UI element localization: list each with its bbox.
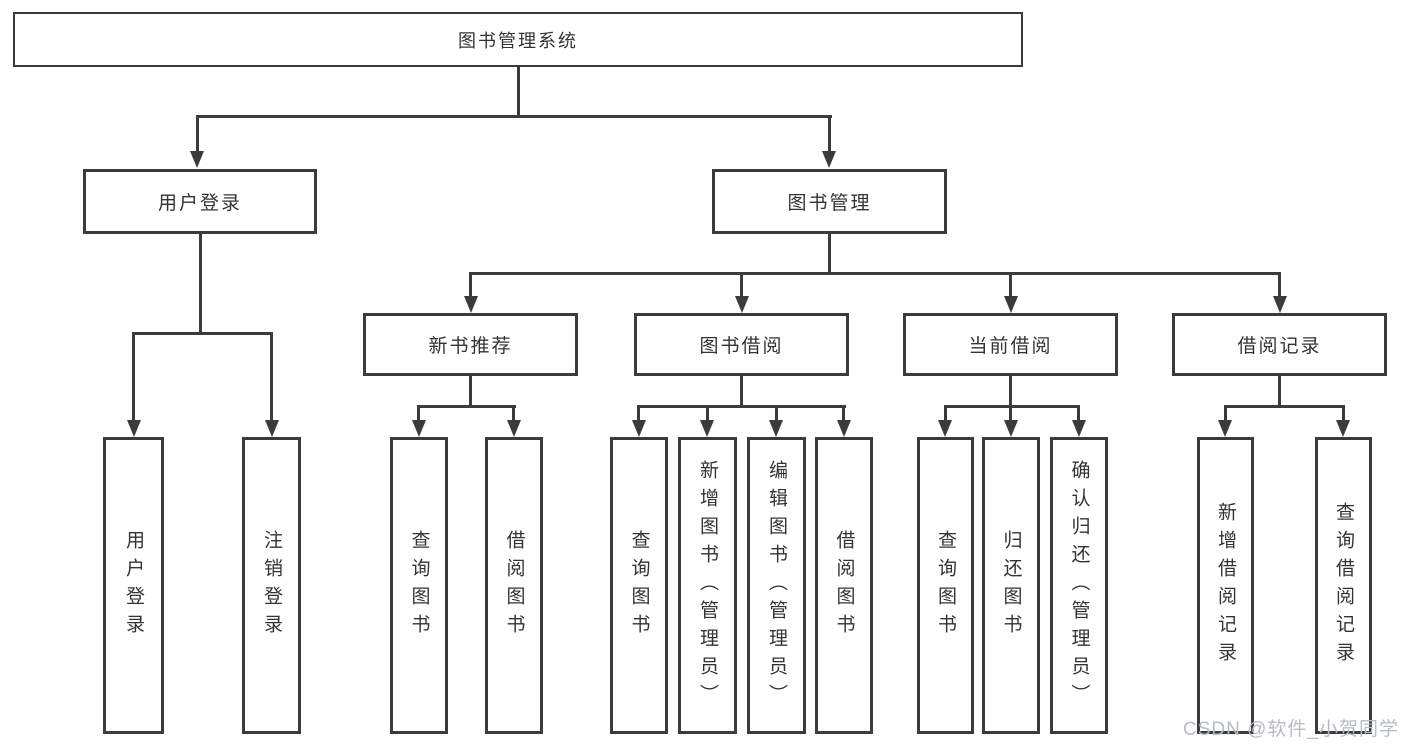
connector-book-borrowing-stem xyxy=(740,376,743,408)
connector-borrowing-records-stem xyxy=(1278,376,1281,408)
connector-cb-drop-1 xyxy=(944,405,947,422)
leaf-borrow-books-recommend: 借阅图书 xyxy=(485,437,543,734)
arrowhead-to-edit-books xyxy=(769,420,783,437)
connector-book-mgmt-rail xyxy=(469,272,1281,275)
connector-root-rail xyxy=(196,115,832,118)
arrowhead-to-new-book-recommend xyxy=(464,296,478,313)
node-current-borrowing: 当前借阅 xyxy=(903,313,1118,376)
arrowhead-to-query-books-2 xyxy=(632,420,646,437)
arrowhead-to-query-books-3 xyxy=(938,420,952,437)
leaf-query-books-borrowing: 查询图书 xyxy=(610,437,668,734)
leaf-confirm-return-admin: 确认归还（管理员） xyxy=(1050,437,1108,734)
arrowhead-to-add-borrow-record xyxy=(1218,420,1232,437)
leaf-add-books-admin: 新增图书（管理员） xyxy=(678,437,737,734)
connector-new-book-drop-1 xyxy=(417,405,420,422)
arrowhead-to-query-borrow-record xyxy=(1336,420,1350,437)
leaf-logout: 注销登录 xyxy=(242,437,301,734)
connector-br-drop-1 xyxy=(1224,405,1227,422)
arrowhead-to-book-management xyxy=(822,151,836,168)
connector-root-left-drop xyxy=(196,115,199,152)
connector-new-book-rail xyxy=(417,405,516,408)
connector-br-drop-2 xyxy=(1342,405,1345,422)
connector-drop-borrowing-records xyxy=(1278,272,1281,298)
connector-current-borrowing-rail xyxy=(944,405,1080,408)
connector-cb-drop-3 xyxy=(1077,405,1080,422)
node-user-login: 用户登录 xyxy=(83,169,317,234)
node-new-book-recommend: 新书推荐 xyxy=(363,313,578,376)
connector-bb-drop-3 xyxy=(775,405,778,422)
connector-bb-drop-1 xyxy=(637,405,640,422)
connector-user-login-stem xyxy=(199,234,202,335)
connector-book-borrowing-rail xyxy=(637,405,846,408)
connector-user-login-drop-2 xyxy=(270,332,273,421)
leaf-query-books-recommend: 查询图书 xyxy=(390,437,448,734)
arrowhead-to-user-login xyxy=(190,151,204,168)
connector-drop-new-book xyxy=(469,272,472,298)
connector-user-login-rail xyxy=(132,332,273,335)
leaf-user-login: 用户登录 xyxy=(103,437,164,734)
connector-bb-drop-2 xyxy=(706,405,709,422)
leaf-edit-books-admin: 编辑图书（管理员） xyxy=(747,437,806,734)
connector-book-mgmt-stem xyxy=(828,234,831,275)
arrowhead-to-borrow-books-2 xyxy=(837,420,851,437)
arrowhead-to-current-borrowing xyxy=(1004,296,1018,313)
connector-cb-drop-2 xyxy=(1009,405,1012,422)
leaf-query-books-current: 查询图书 xyxy=(917,437,974,734)
node-borrowing-records: 借阅记录 xyxy=(1172,313,1387,376)
leaf-borrow-books: 借阅图书 xyxy=(815,437,873,734)
connector-drop-book-borrowing xyxy=(740,272,743,298)
connector-root-right-drop xyxy=(828,115,831,152)
connector-new-book-stem xyxy=(469,376,472,408)
connector-current-borrowing-stem xyxy=(1009,376,1012,408)
arrowhead-to-add-books xyxy=(700,420,714,437)
connector-borrowing-records-rail xyxy=(1224,405,1345,408)
connector-user-login-drop-1 xyxy=(132,332,135,421)
arrowhead-to-confirm-return xyxy=(1072,420,1086,437)
arrowhead-to-borrow-books-1 xyxy=(507,420,521,437)
connector-bb-drop-4 xyxy=(842,405,845,422)
arrowhead-to-return-books xyxy=(1004,420,1018,437)
arrowhead-to-leaf-logout xyxy=(265,420,279,437)
arrowhead-to-leaf-user-login xyxy=(127,420,141,437)
connector-root-stem xyxy=(517,67,520,118)
arrowhead-to-query-books-1 xyxy=(412,420,426,437)
leaf-return-books: 归还图书 xyxy=(982,437,1040,734)
node-book-management: 图书管理 xyxy=(712,169,947,234)
watermark: CSDN @软件_小贺同学 xyxy=(1183,719,1399,740)
leaf-query-borrow-record: 查询借阅记录 xyxy=(1315,437,1372,734)
connector-drop-current-borrowing xyxy=(1009,272,1012,298)
node-book-borrowing: 图书借阅 xyxy=(634,313,849,376)
node-library-management-system: 图书管理系统 xyxy=(13,12,1023,67)
leaf-add-borrow-record: 新增借阅记录 xyxy=(1197,437,1254,734)
arrowhead-to-book-borrowing xyxy=(735,296,749,313)
connector-new-book-drop-2 xyxy=(512,405,515,422)
arrowhead-to-borrowing-records xyxy=(1273,296,1287,313)
